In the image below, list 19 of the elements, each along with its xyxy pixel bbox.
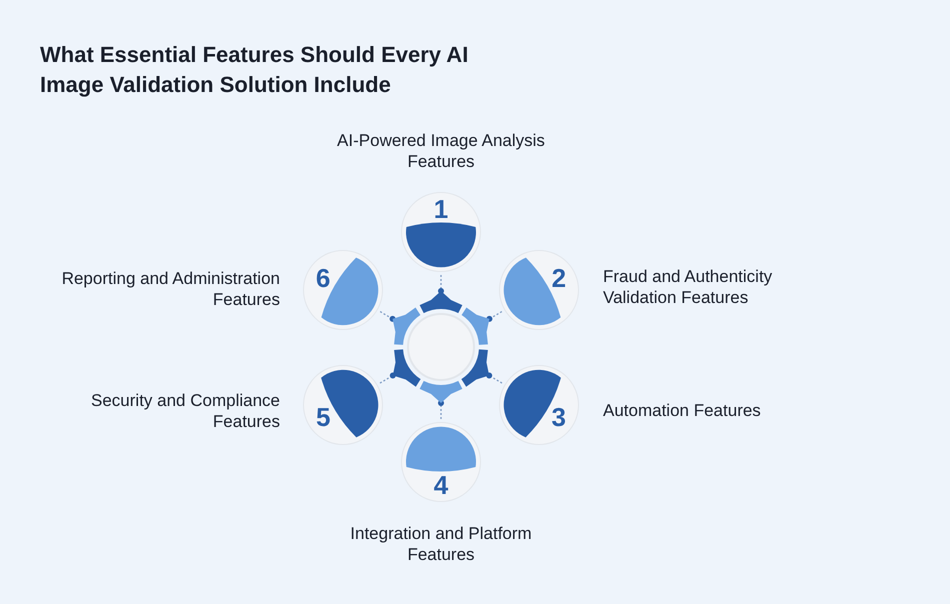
dotted-connector xyxy=(438,400,444,419)
feature-label: Fraud and Authenticity Validation Features xyxy=(603,266,774,308)
step-number: 2 xyxy=(552,264,566,292)
feature-label: Reporting and Administration Features xyxy=(60,268,280,310)
feature-label: Automation Features xyxy=(603,400,762,421)
step-number: 5 xyxy=(316,402,330,431)
dotted-connector xyxy=(486,311,502,322)
dotted-connector xyxy=(486,372,502,384)
dotted-connector xyxy=(380,311,396,322)
dotted-connector xyxy=(438,275,444,294)
feature-label: Integration and Platform Features xyxy=(349,523,533,565)
dotted-connector xyxy=(380,372,396,384)
step-number: 3 xyxy=(552,402,566,431)
title: What Essential Features Should Every AI Image Validation Solution Include xyxy=(40,41,470,99)
step-number: 4 xyxy=(434,471,448,499)
feature-label: AI-Powered Image Analysis Features xyxy=(336,130,546,172)
step-number: 6 xyxy=(316,264,330,292)
feature-label: Security and Compliance Features xyxy=(90,390,280,432)
step-number: 1 xyxy=(434,195,448,223)
